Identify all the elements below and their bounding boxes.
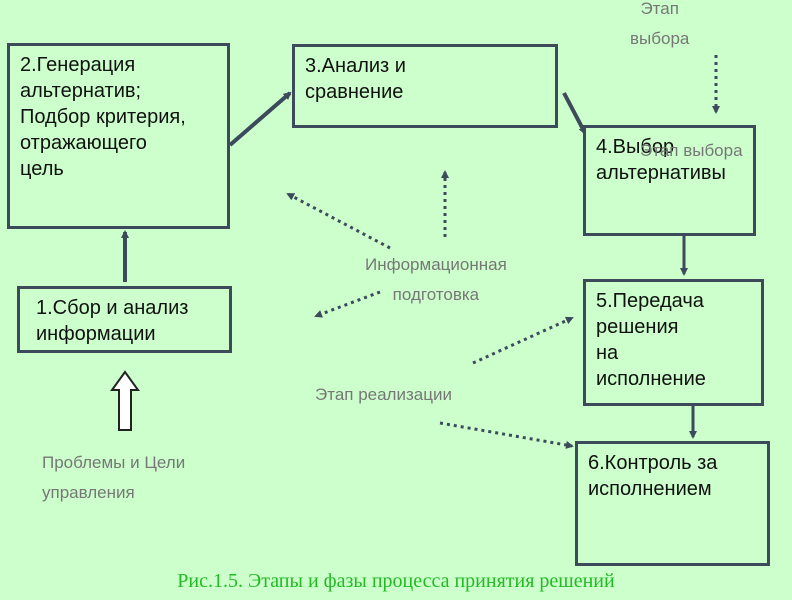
label-info-preparation: Информационная подготовка	[365, 255, 507, 304]
label-problems-goals: Проблемы и Цели управления	[42, 453, 186, 502]
label-stage-choice: Этап выбора	[630, 0, 690, 48]
figure-caption: Рис.1.5. Этапы и фазы процесса принятия …	[177, 570, 615, 592]
box-generation: 2.Генерация альтернатив; Подбор критерия…	[7, 43, 230, 229]
box-transfer: 5.Передача решения на исполнение	[583, 279, 764, 406]
arrow-2-to-3	[228, 91, 292, 147]
hollow-up-arrow-icon	[110, 370, 140, 431]
arrow-3-to-4	[562, 92, 587, 135]
dotted-arrow-info-to-1	[314, 290, 381, 318]
box-analysis: 3.Анализ и сравнение	[292, 44, 558, 128]
box-control: 6.Контроль за исполнением	[575, 441, 770, 566]
label-stage-implementation: Этап реализации	[315, 385, 452, 404]
dotted-arrow-impl-to-5	[472, 316, 574, 365]
dotted-arrow-info-to-2	[286, 192, 391, 250]
box-choice: 4.Выбор альтернативы	[583, 125, 756, 236]
box-collect: 1.Сбор и анализ информации	[17, 286, 232, 353]
label-stage-choice-overlap: Этап выбора	[640, 141, 743, 160]
dotted-arrow-impl-to-6	[439, 421, 574, 449]
